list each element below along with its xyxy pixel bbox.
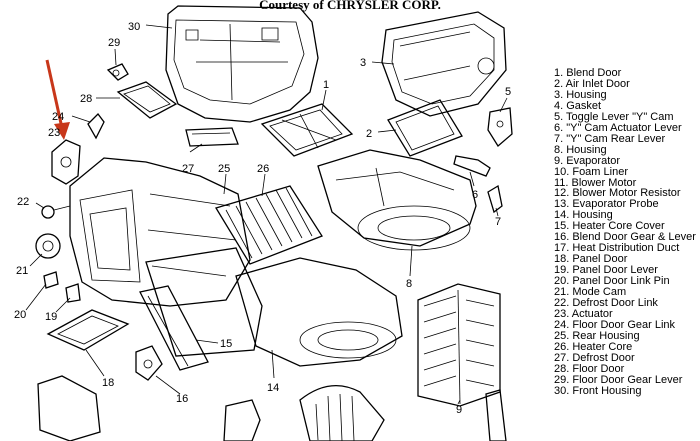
blend-door-part	[260, 103, 354, 157]
callout-5: 5	[505, 86, 511, 98]
floor-door-gear-lever-part	[106, 63, 129, 81]
legend-item: 3. Housing	[554, 88, 607, 101]
callout-8: 8	[406, 278, 412, 290]
callout-19: 19	[45, 311, 57, 323]
callout-29: 29	[108, 37, 120, 49]
blower-motor-part	[37, 375, 507, 441]
legend-item: 18. Panel Door	[554, 253, 628, 266]
legend-item: 19. Panel Door Lever	[554, 264, 658, 277]
legend-item: 16. Blend Door Gear & Lever	[554, 231, 696, 244]
legend-item: 15. Heater Core Cover	[554, 220, 665, 233]
legend-item: 21. Mode Cam	[554, 286, 627, 299]
floor-door-gear-link-part	[87, 113, 105, 140]
legend-item: 28. Floor Door	[554, 362, 625, 375]
air-inlet-door-part	[387, 99, 463, 157]
callout-20: 20	[14, 309, 26, 321]
defrost-door-link-part	[41, 205, 71, 219]
legend-item: 5. Toggle Lever "Y" Cam	[554, 110, 674, 123]
callout-27: 27	[182, 163, 194, 175]
legend-item: 30. Front Housing	[554, 384, 642, 397]
mode-cam-part	[35, 233, 61, 259]
legend-item: 26. Heater Core	[554, 340, 633, 353]
callout-23: 23	[48, 127, 60, 139]
legend-item: 6. "Y" Cam Actuator Lever	[554, 121, 682, 134]
legend-item: 1. Blend Door	[554, 67, 622, 79]
legend-item: 8. Housing	[554, 143, 607, 156]
blend-door-gear-part	[135, 345, 163, 381]
callout-3: 3	[360, 57, 366, 69]
legend-item: 11. Blower Motor	[554, 176, 637, 189]
heat-distribution-duct-part	[145, 247, 263, 357]
callout-25: 25	[218, 163, 230, 175]
callout-9: 9	[456, 404, 462, 416]
callout-16: 16	[176, 393, 188, 405]
callout-24: 24	[52, 111, 64, 123]
callout-2: 2	[366, 128, 372, 140]
lower-housing-part	[235, 257, 403, 367]
callout-15: 15	[220, 338, 232, 350]
callout-21: 21	[16, 265, 28, 277]
callout-6: 6	[472, 189, 478, 201]
callout-30: 30	[128, 21, 140, 33]
legend-item: 4. Gasket	[554, 99, 602, 112]
legend-item: 25. Rear Housing	[554, 329, 640, 342]
toggle-lever-part	[487, 107, 513, 147]
parts-legend: 1. Blend Door 2. Air Inlet Door 3. Housi…	[554, 68, 696, 397]
courtesy-caption: Courtesy of CHRYSLER CORP.	[259, 0, 441, 12]
blower-housing-part	[317, 149, 477, 251]
legend-item: 27. Defrost Door	[554, 351, 635, 364]
legend-item: 20. Panel Door Link Pin	[554, 275, 670, 288]
callout-14: 14	[267, 382, 279, 394]
callout-22: 22	[17, 196, 29, 208]
legend-item: 14. Housing	[554, 209, 613, 222]
inlet-housing-part	[381, 11, 507, 117]
front-housing-part	[165, 5, 319, 123]
legend-item: 23. Actuator	[554, 307, 613, 320]
panel-door-link-pin-part	[43, 271, 59, 289]
evaporator-part	[417, 283, 501, 407]
leader-lines	[25, 24, 508, 405]
legend-item: 29. Floor Door Gear Lever	[554, 373, 683, 386]
heater-core-cover-part	[139, 285, 209, 371]
floor-door-part	[116, 81, 178, 119]
callout-26: 26	[257, 163, 269, 175]
callout-28: 28	[80, 93, 92, 105]
legend-item: 24. Floor Door Gear Link	[554, 318, 676, 331]
legend-item: 12. Blower Motor Resistor	[554, 187, 681, 200]
heater-core-part	[215, 185, 323, 265]
rear-housing-part	[69, 157, 251, 307]
legend-item: 17. Heat Distribution Duct	[554, 242, 680, 255]
callout-labels: 30 29 28 27 25 26 1 3 2 5 24 23 22 21 20…	[14, 21, 511, 416]
defrost-door-part	[185, 127, 239, 147]
panel-door-lever-part	[65, 283, 81, 303]
legend-item: 13. Evaporator Probe	[554, 198, 659, 211]
legend-item: 7. "Y" Cam Rear Lever	[554, 132, 666, 145]
callout-7: 7	[495, 216, 501, 228]
panel-door-part	[46, 309, 130, 351]
actuator-part	[51, 139, 81, 185]
legend-item: 9. Evaporator	[554, 154, 621, 167]
red-pointer-arrow	[45, 59, 70, 140]
legend-item: 22. Defrost Door Link	[554, 297, 658, 310]
legend-item: 10. Foam Liner	[554, 165, 628, 178]
legend-item: 2. Air Inlet Door	[554, 77, 630, 90]
callout-18: 18	[102, 377, 114, 389]
cam-actuator-lever-part	[453, 155, 491, 177]
cam-rear-lever-part	[487, 184, 503, 214]
callout-1: 1	[323, 79, 329, 91]
